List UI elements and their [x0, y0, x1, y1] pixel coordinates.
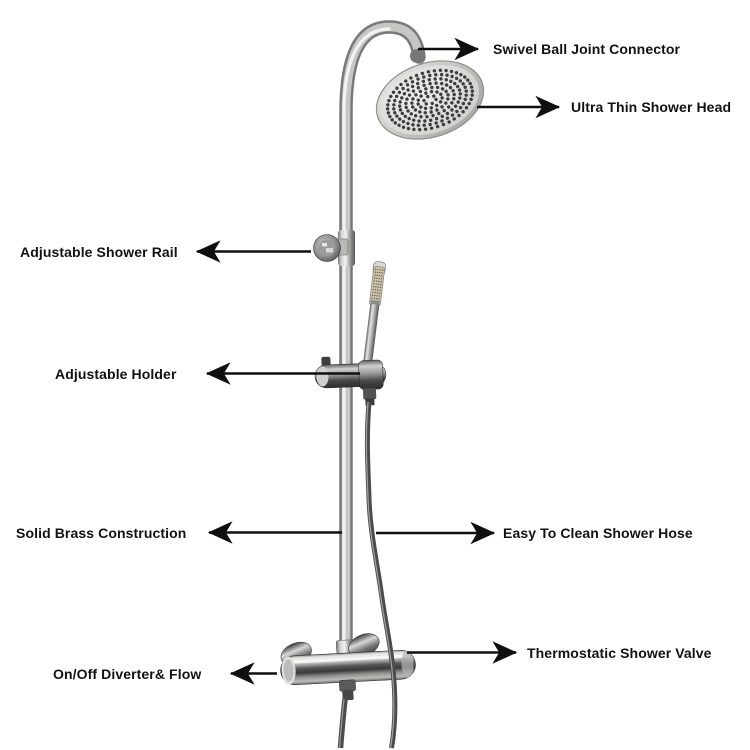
shower-head-nozzles — [385, 68, 475, 132]
shower-head — [375, 60, 485, 140]
label-adjustable-shower-rail: Adjustable Shower Rail — [20, 244, 178, 260]
label-thermostatic-shower-valve: Thermostatic Shower Valve — [527, 645, 712, 661]
label-easy-to-clean-shower-hose: Easy To Clean Shower Hose — [503, 525, 693, 541]
label-adjustable-holder: Adjustable Holder — [55, 366, 177, 382]
label-solid-brass-construction: Solid Brass Construction — [16, 525, 187, 541]
rail-wall-bracket — [313, 230, 355, 266]
swivel-ball-joint — [410, 49, 424, 63]
thermostatic-valve — [280, 633, 416, 701]
hand-shower-hose — [364, 401, 398, 749]
label-swivel-ball-joint-connector: Swivel Ball Joint Connector — [493, 41, 681, 57]
adjustable-holder — [314, 356, 387, 406]
label-ultra-thin-shower-head: Ultra Thin Shower Head — [571, 99, 732, 115]
label-on-off-diverter-flow: On/Off Diverter& Flow — [53, 666, 202, 682]
hand-shower-wand — [362, 261, 386, 371]
riser-rail-and-gooseneck — [339, 20, 426, 661]
valve-outlet-hose — [337, 698, 348, 749]
